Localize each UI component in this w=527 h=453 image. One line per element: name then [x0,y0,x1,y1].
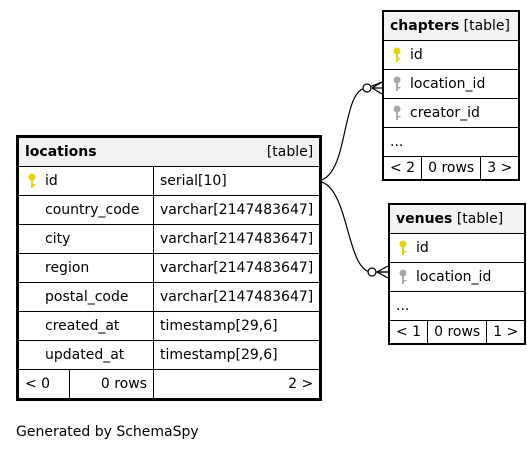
parents-count: < 0 [17,369,70,400]
more-columns: ... [388,291,526,321]
column-name: postal_code [45,289,129,305]
column-type: varchar[2147483647] [152,282,322,312]
children-count: 3 > [480,156,520,181]
rows-count: 0 rows [427,320,488,345]
primary-key-icon [399,240,407,255]
column-type: timestamp[29,6] [152,311,322,341]
column-name: id [45,173,58,189]
table-row: location_id [382,69,520,99]
column-name: region [45,260,90,276]
generated-by-label: Generated by SchemaSpy [16,424,199,440]
column-name: id [410,47,423,63]
table-type: [table] [456,211,504,227]
column-name: country_code [45,202,140,218]
column-type: timestamp[29,6] [152,340,322,370]
table-row: updated_at timestamp[29,6] [17,340,322,370]
children-count: 1 > [486,320,526,345]
chapters-header: chapters [table] [382,10,520,41]
primary-key-icon [28,173,36,188]
locations-header: locations [table] [16,136,322,167]
column-name: created_at [45,318,120,334]
column-type: serial[10] [152,166,322,196]
table-row: ... [382,127,520,157]
column-type: varchar[2147483647] [152,195,322,225]
table-row: location_id [388,262,526,292]
foreign-key-icon [393,105,401,120]
column-name: city [45,231,71,247]
venues-header: venues [table] [388,203,526,234]
link-chapters-location [315,81,383,182]
table-name: venues [396,211,453,227]
column-name: creator_id [410,105,480,121]
link-venues-location [315,180,388,273]
table-row: id [382,40,520,70]
table-row: id serial[10] [17,166,322,196]
venues-table: venues [table] id location_id ... < 1 0 … [388,203,527,345]
children-count: 2 > [152,369,322,400]
zero-many-marker-venues [367,267,377,277]
table-row: region varchar[2147483647] [17,253,322,283]
table-type: [table] [266,144,314,160]
table-row: ... [388,291,526,321]
table-row: creator_id [382,98,520,128]
table-row: postal_code varchar[2147483647] [17,282,322,312]
column-type: varchar[2147483647] [152,253,322,283]
table-row: city varchar[2147483647] [17,224,322,254]
table-type: [table] [463,18,511,34]
column-name: location_id [416,269,492,285]
locations-table: locations [table] id serial[10] country_… [16,135,323,401]
table-row: created_at timestamp[29,6] [17,311,322,341]
primary-key-icon [393,47,401,62]
table-name: locations [25,144,97,160]
parents-count: < 1 [388,320,429,345]
table-name: chapters [390,18,460,34]
rows-count: 0 rows [69,369,154,400]
table-row: country_code varchar[2147483647] [17,195,322,225]
more-columns: ... [382,127,520,157]
parents-count: < 2 [382,156,423,181]
zero-many-marker-chapters [362,83,372,93]
chapters-table: chapters [table] id location_id creator_… [382,10,521,181]
foreign-key-icon [393,76,401,91]
column-name: location_id [410,76,486,92]
table-row: id [388,233,526,263]
column-name: id [416,240,429,256]
column-type: varchar[2147483647] [152,224,322,254]
column-name: updated_at [45,347,125,363]
rows-count: 0 rows [421,156,482,181]
foreign-key-icon [399,269,407,284]
